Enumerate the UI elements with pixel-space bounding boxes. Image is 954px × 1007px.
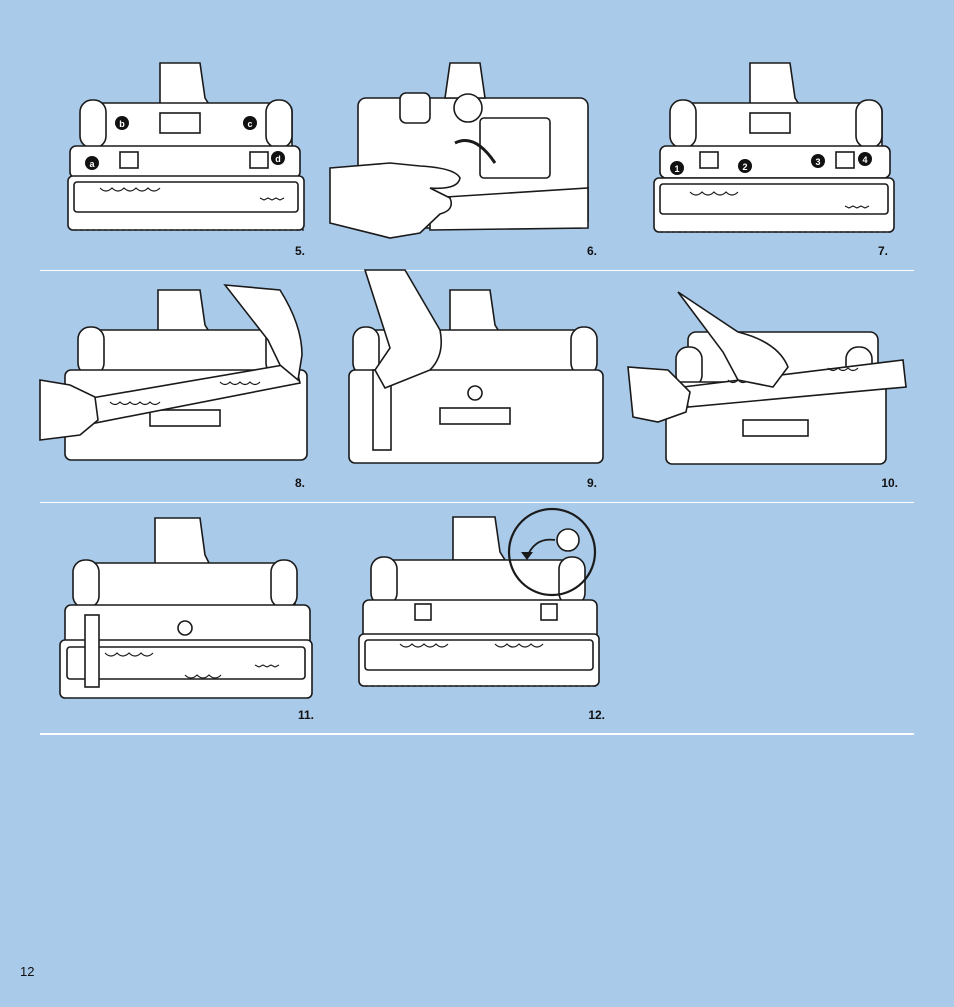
vacuum-nozzle-icon (55, 515, 317, 701)
callout-1-label: 1 (674, 164, 679, 174)
callout-3: 3 (811, 154, 825, 168)
step-7-illustration: 1 2 3 4 (650, 58, 900, 238)
callout-2: 2 (738, 159, 752, 173)
callout-2-label: 2 (742, 162, 747, 172)
callout-d-label: d (275, 154, 281, 164)
step-6-illustration (330, 58, 600, 238)
callout-c-label: c (247, 119, 252, 129)
step-9-illustration (345, 270, 607, 465)
step-7-number: 7. (848, 244, 888, 258)
step-11-illustration (55, 515, 317, 701)
callout-4: 4 (858, 152, 872, 166)
vacuum-nozzle-icon (40, 285, 310, 465)
callout-a: a (85, 156, 99, 170)
callout-c: c (243, 116, 257, 130)
step-12-illustration (355, 512, 605, 692)
callout-4-label: 4 (862, 155, 867, 165)
vacuum-nozzle-icon (628, 292, 906, 467)
vacuum-nozzle-icon: 1 2 3 4 (650, 58, 900, 238)
page-number: 12 (20, 964, 34, 979)
step-12-number: 12. (565, 708, 605, 722)
step-10-number: 10. (858, 476, 898, 490)
step-5-number: 5. (265, 244, 305, 258)
vacuum-nozzle-icon (355, 512, 605, 692)
row-divider-bottom (40, 733, 914, 735)
callout-d: d (271, 151, 285, 165)
step-10-illustration (628, 292, 906, 467)
step-8-illustration (40, 285, 310, 465)
hand-icon (365, 270, 441, 388)
vacuum-nozzle-icon (330, 58, 600, 238)
row-divider (40, 502, 914, 503)
callout-b-label: b (119, 119, 125, 129)
vacuum-nozzle-icon: a b c d (60, 58, 310, 238)
step-5-illustration: a b c d (60, 58, 310, 238)
step-9-number: 9. (557, 476, 597, 490)
callout-3-label: 3 (815, 157, 820, 167)
step-11-number: 11. (274, 708, 314, 722)
step-8-number: 8. (265, 476, 305, 490)
callout-b: b (115, 116, 129, 130)
vacuum-nozzle-icon (345, 270, 607, 465)
step-6-number: 6. (557, 244, 597, 258)
callout-1: 1 (670, 161, 684, 175)
